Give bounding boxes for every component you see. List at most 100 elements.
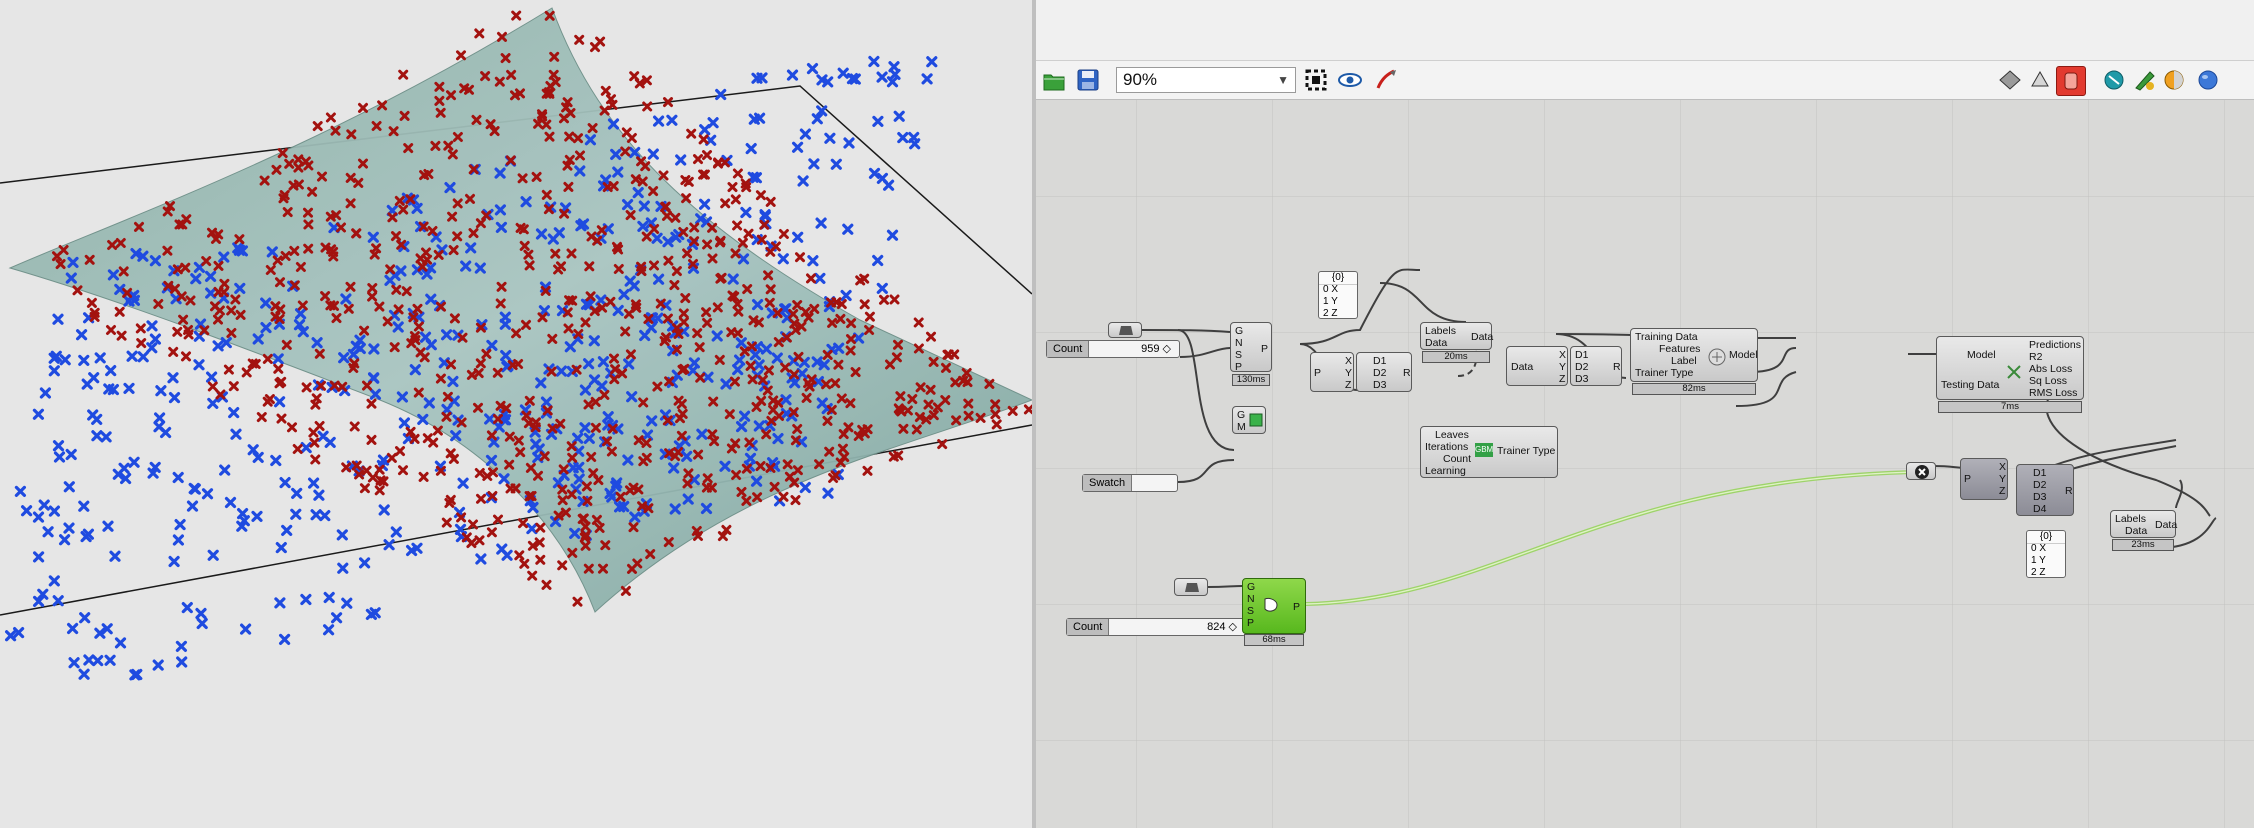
output-r[interactable]: R	[2065, 485, 2073, 497]
output-panel[interactable]: {0} 0 X 1 Y 2 Z	[1318, 271, 1358, 319]
input-d1[interactable]: D1	[1575, 349, 1589, 361]
output-z[interactable]: Z	[1999, 485, 2006, 497]
input-g[interactable]: G	[1235, 325, 1244, 337]
output-y[interactable]: Y	[1345, 367, 1353, 379]
preview-eye-icon[interactable]	[1336, 66, 1364, 94]
input-leaves[interactable]: Leaves	[1435, 429, 1469, 441]
input-d2[interactable]: D2	[1373, 367, 1387, 379]
output-panel[interactable]: {0} 0 X 1 Y 2 Z	[2026, 530, 2066, 578]
output-y[interactable]: Y	[1559, 361, 1567, 373]
output-x[interactable]: X	[1559, 349, 1567, 361]
preview-selected-icon[interactable]	[2056, 66, 2086, 96]
populate-geometry-component-selected[interactable]: G N S P P	[1242, 578, 1306, 634]
merge-features-component[interactable]: D1 D2 D3 D4 R	[2016, 464, 2074, 516]
label-data-component[interactable]: Labels Data Data	[1420, 322, 1494, 350]
input-d2[interactable]: D2	[1575, 361, 1589, 373]
output-x[interactable]: X	[1345, 355, 1353, 367]
input-d4[interactable]: D4	[2033, 503, 2047, 515]
merge-features-component[interactable]: D1 D2 D3 R	[1356, 352, 1412, 392]
input-s[interactable]: S	[1235, 349, 1243, 361]
input-p[interactable]: P	[1964, 473, 1972, 485]
input-d3[interactable]: D3	[2033, 491, 2047, 503]
input-p[interactable]: P	[1314, 367, 1322, 379]
input-learning[interactable]: Learning	[1425, 465, 1466, 477]
output-trainer-type[interactable]: Trainer Type	[1497, 445, 1556, 457]
output-predictions[interactable]: Predictions	[2029, 339, 2081, 351]
trainer-type-component[interactable]: Leaves Iterations Count Learning GBM Tra…	[1420, 426, 1558, 478]
input-data[interactable]: Data	[1511, 361, 1534, 373]
chevron-down-icon: ▼	[1277, 73, 1289, 87]
input-m[interactable]: M	[1237, 421, 1246, 433]
deconstruct-point-component[interactable]: P X Y Z	[1310, 352, 1354, 392]
input-n[interactable]: N	[1247, 593, 1255, 605]
split-data-component[interactable]: Data X Y Z	[1506, 346, 1568, 386]
input-model[interactable]: Model	[1967, 349, 1996, 361]
output-p[interactable]: P	[1293, 601, 1301, 613]
input-testing-data[interactable]: Testing Data	[1941, 379, 2000, 391]
geometry-param[interactable]	[1174, 578, 1208, 596]
input-p[interactable]: P	[1235, 361, 1243, 373]
label-data-component[interactable]: Labels Data Data	[2110, 510, 2178, 538]
pane-divider[interactable]	[1032, 0, 1036, 828]
cull-component[interactable]	[1906, 462, 1936, 480]
input-d1[interactable]: D1	[1373, 355, 1387, 367]
output-data[interactable]: Data	[2155, 519, 2178, 531]
output-r[interactable]: R	[1403, 367, 1411, 379]
input-iterations[interactable]: Iterations	[1425, 441, 1469, 453]
input-trainer-type[interactable]: Trainer Type	[1635, 367, 1694, 379]
bake-icon[interactable]	[2100, 66, 2128, 94]
train-model-component[interactable]: Training Data Features Label Trainer Typ…	[1630, 328, 1758, 382]
deconstruct-point-component[interactable]: P X Y Z	[1960, 458, 2008, 500]
output-model[interactable]: Model	[1729, 349, 1758, 361]
rhino-viewport[interactable]	[0, 0, 1032, 828]
output-sq-loss[interactable]: Sq Loss	[2029, 375, 2067, 387]
input-d2[interactable]: D2	[2033, 479, 2047, 491]
sphere-icon[interactable]	[2194, 66, 2222, 94]
input-d3[interactable]: D3	[1373, 379, 1387, 391]
row-index: 1	[2031, 555, 2037, 566]
populate-geometry-component[interactable]: G N S P P	[1230, 322, 1272, 373]
count-slider[interactable]: Count 824 ◇	[1066, 618, 1246, 636]
swatch-component[interactable]: Swatch	[1082, 474, 1178, 492]
output-data[interactable]: Data	[1471, 331, 1494, 343]
zoom-dropdown[interactable]: 90%▼	[1116, 67, 1296, 93]
sketch-icon[interactable]	[1372, 66, 1400, 94]
input-labels[interactable]: Labels	[2115, 513, 2146, 525]
color-icon[interactable]	[2130, 66, 2158, 94]
input-label[interactable]: Label	[1671, 355, 1697, 367]
open-file-icon[interactable]	[1040, 66, 1068, 94]
count-slider[interactable]: Count 959 ◇	[1046, 340, 1180, 358]
geometry-param[interactable]	[1108, 322, 1142, 338]
material-icon[interactable]	[2160, 66, 2188, 94]
input-features[interactable]: Features	[1659, 343, 1701, 355]
input-d1[interactable]: D1	[2033, 467, 2047, 479]
output-abs-loss[interactable]: Abs Loss	[2029, 363, 2073, 375]
grasshopper-canvas[interactable]: Count 959 ◇ G N S P P 130ms G M Swatch {…	[1036, 100, 2254, 828]
input-d3[interactable]: D3	[1575, 373, 1589, 385]
input-n[interactable]: N	[1235, 337, 1243, 349]
preview-wire-icon[interactable]	[1996, 66, 2024, 94]
output-p[interactable]: P	[1261, 343, 1269, 355]
output-r2[interactable]: R2	[2029, 351, 2043, 363]
preview-shaded-icon[interactable]	[2026, 66, 2054, 94]
output-y[interactable]: Y	[1999, 473, 2007, 485]
mesh-component[interactable]: G M	[1232, 406, 1266, 434]
input-count[interactable]: Count	[1443, 453, 1472, 465]
output-x[interactable]: X	[1999, 461, 2007, 473]
output-z[interactable]: Z	[1345, 379, 1352, 391]
input-s[interactable]: S	[1247, 605, 1255, 617]
zoom-extents-icon[interactable]	[1302, 66, 1330, 94]
output-rms-loss[interactable]: RMS Loss	[2029, 387, 2078, 399]
output-z[interactable]: Z	[1559, 373, 1566, 385]
input-g[interactable]: G	[1247, 581, 1256, 593]
input-p[interactable]: P	[1247, 617, 1255, 629]
output-r[interactable]: R	[1613, 361, 1621, 373]
input-training-data[interactable]: Training Data	[1635, 331, 1698, 343]
input-labels[interactable]: Labels	[1425, 325, 1456, 337]
merge-features-component[interactable]: D1 D2 D3 R	[1570, 346, 1622, 386]
save-file-icon[interactable]	[1074, 66, 1102, 94]
predict-component[interactable]: Model Testing Data Predictions R2 Abs Lo…	[1936, 336, 2084, 400]
input-data[interactable]: Data	[2125, 525, 2148, 537]
input-g[interactable]: G	[1237, 409, 1246, 421]
input-data[interactable]: Data	[1425, 337, 1448, 349]
